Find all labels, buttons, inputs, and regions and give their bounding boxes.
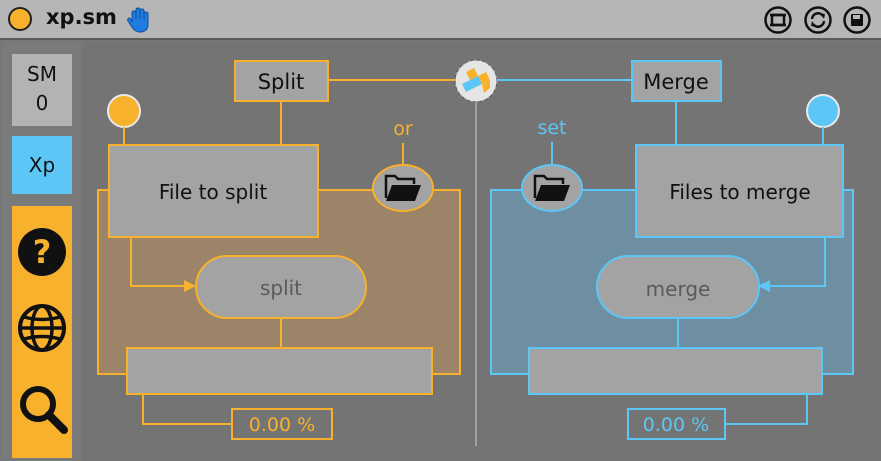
folder-open-icon xyxy=(533,174,570,201)
split-action-label: split xyxy=(260,276,302,300)
files-to-merge-button[interactable] xyxy=(635,144,844,238)
device-title: xp.sm xyxy=(46,5,117,29)
set-label: set xyxy=(537,117,566,139)
folder-open-icon xyxy=(384,174,421,201)
status-indicator[interactable] xyxy=(8,7,32,31)
xp-mode-button[interactable]: Xp xyxy=(12,136,72,194)
merge-progress-text: 0.00 % xyxy=(643,414,709,436)
split-progress-text: 0.00 % xyxy=(249,414,315,436)
or-label: or xyxy=(393,118,413,140)
sm-label: SM xyxy=(27,62,57,86)
split-progress-readout xyxy=(231,408,333,440)
help-icon[interactable]: ? xyxy=(16,226,68,278)
sm-value: 0 xyxy=(35,91,49,115)
save-icon[interactable] xyxy=(843,6,871,34)
globe-icon[interactable] xyxy=(16,302,68,354)
refresh-icon[interactable] xyxy=(804,6,832,34)
tool-panel: ? xyxy=(12,206,72,458)
hand-icon[interactable] xyxy=(124,5,154,35)
merge-indicator[interactable] xyxy=(806,94,840,128)
presentation-icon[interactable] xyxy=(764,6,792,34)
split-title: Split xyxy=(258,70,305,94)
logo-icon xyxy=(454,59,498,103)
merge-progress-bar xyxy=(528,347,823,395)
merge-title-box[interactable] xyxy=(631,60,722,102)
title-bar: xp.sm xyxy=(0,0,881,40)
merge-action-label: merge xyxy=(646,277,711,301)
split-indicator[interactable] xyxy=(107,94,141,128)
search-icon[interactable] xyxy=(16,382,68,434)
files-to-merge-label: Files to merge xyxy=(669,180,810,204)
merge-progress-readout xyxy=(627,408,726,440)
svg-text:?: ? xyxy=(33,233,52,271)
split-progress-bar xyxy=(126,347,433,395)
merge-title: Merge xyxy=(643,70,709,94)
sm-display: SM 0 xyxy=(12,54,72,126)
file-to-split-button[interactable] xyxy=(108,144,319,238)
file-to-split-label: File to split xyxy=(159,180,267,204)
